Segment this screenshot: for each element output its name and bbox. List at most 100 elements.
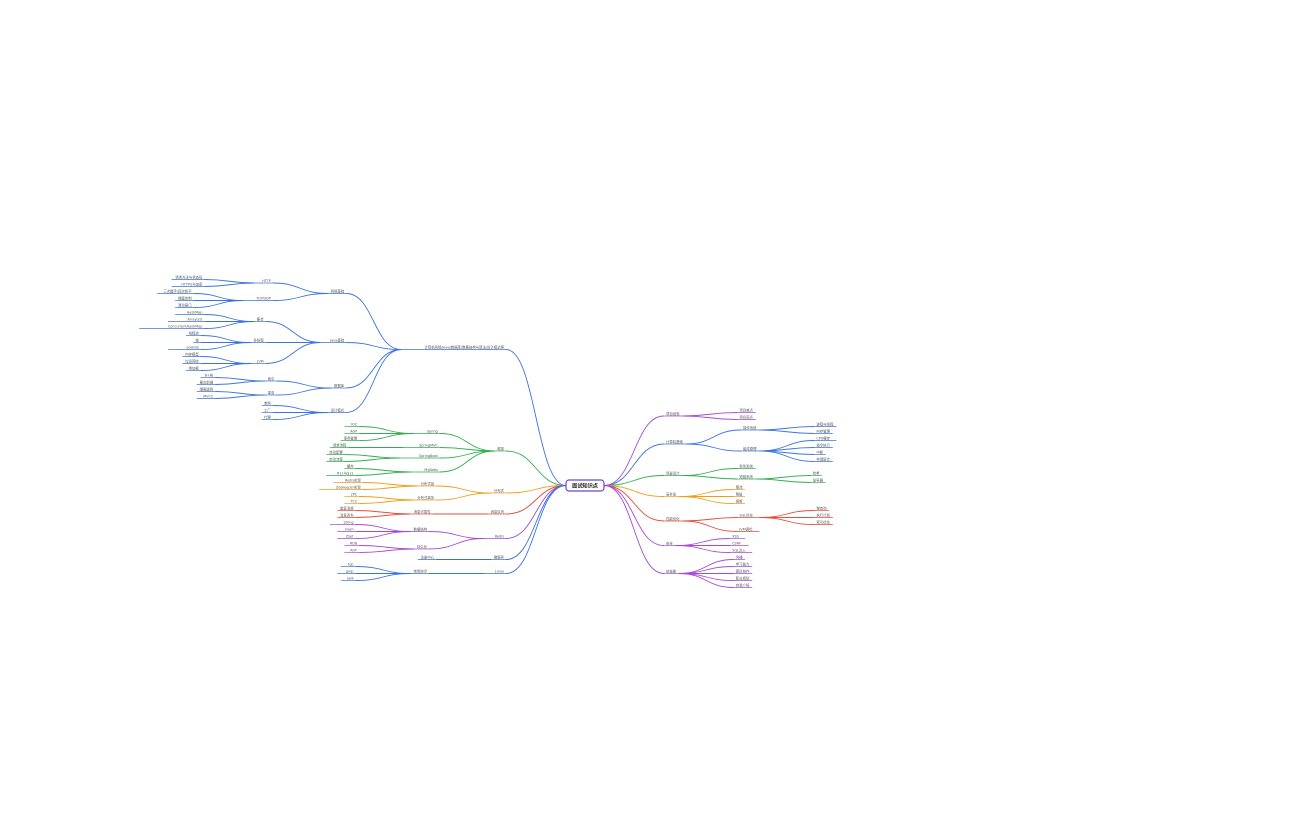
branch-2-0-0-label[interactable]: Redis实现 [345,477,362,482]
branch-6-label[interactable]: Linux [495,569,504,573]
branch-2-1-label[interactable]: 分布式事务 [417,495,435,500]
branch-5-0-label[interactable]: 注册中心 [421,554,435,559]
branch-2-0-label[interactable]: 分布式锁 [421,481,435,486]
branch-5-1-label[interactable]: CSRF [732,541,741,545]
branch-0-0-1-0-label[interactable]: 三次握手/四次挥手 [163,288,192,293]
branch-4-0-label[interactable]: 数据结构 [413,526,427,531]
branch-3-label[interactable]: 消息队列 [490,509,504,514]
branch-2-1-1-label[interactable]: TCC [350,499,358,503]
branch-6-0-label[interactable]: 沟通 [736,554,743,559]
branch-1-0-1-label[interactable]: 内存管理 [816,428,830,433]
branch-6-2-label[interactable]: 团队协作 [736,568,750,573]
branch-1-1-0-label[interactable]: 请求流程 [333,442,347,447]
branch-2-label[interactable]: 场景设计 [666,470,680,475]
branch-3-0-label[interactable]: 消息可靠性 [414,509,432,514]
branch-0-label[interactable]: 计算机网络/Java/数据库/数据结构与算法/设计模式等 [424,344,504,349]
branch-0-2-label[interactable]: 数据库 [334,383,345,388]
branch-1-1-label[interactable]: 组成原理 [743,446,757,451]
branch-0-2-1-1-label[interactable]: MVCC [203,394,214,398]
branch-0-3-0-label[interactable]: 单例 [264,400,271,405]
branch-0-1-0-0-label[interactable]: HashMap [187,310,203,314]
root-node[interactable]: 面试知识点 [565,479,605,492]
branch-1-1-0-label[interactable]: CPU缓存 [816,435,830,440]
branch-5-2-label[interactable]: SQL注入 [732,547,746,552]
branch-1-1-3-label[interactable]: 存储层次 [816,456,830,461]
branch-2-1-1-label[interactable]: 发号器 [813,477,824,482]
branch-5-0-label[interactable]: XSS [732,534,739,538]
branch-6-label[interactable]: 软技能 [666,568,677,573]
branch-5-label[interactable]: 安全 [666,540,673,545]
branch-0-0-label[interactable]: 网络基础 [331,288,345,293]
branch-2-1-0-label[interactable]: 哈希 [813,470,820,475]
branch-0-2-1-0-label[interactable]: 隔离级别 [200,386,214,391]
branch-0-label[interactable]: 项目经验 [666,411,680,416]
branch-1-label[interactable]: 计算机基础 [666,439,684,444]
branch-0-3-1-label[interactable]: 工厂 [264,408,271,412]
branch-1-2-0-label[interactable]: 自动配置 [329,449,343,454]
branch-0-0-0-label[interactable]: HTTP [262,279,271,283]
branch-2-label[interactable]: 分布式 [494,488,505,493]
branch-0-1-1-2-label[interactable]: volatile [186,345,198,349]
branch-1-3-1-label[interactable]: #{}与${} [337,470,354,475]
branch-0-1-0-2-label[interactable]: ConcurrentHashMap [168,324,203,328]
branch-3-1-label[interactable]: 降级 [736,491,743,496]
branch-4-0-2-label[interactable]: ZSet [346,534,355,538]
branch-1-2-1-label[interactable]: 启动流程 [329,456,343,461]
branch-4-label[interactable]: Redis [495,534,504,538]
branch-0-1-2-0-label[interactable]: 内存模型 [185,351,199,356]
branch-1-3-label[interactable]: MyBatis [424,468,438,472]
branch-3-2-label[interactable]: 熔断 [736,498,743,503]
branch-4-0-0-label[interactable]: String [343,520,353,524]
branch-4-0-1-label[interactable]: 执行计划 [816,512,830,517]
branch-0-1-1-1-label[interactable]: 锁 [195,337,199,342]
branch-6-3-label[interactable]: 职业规划 [736,575,750,580]
branch-2-1-0-label[interactable]: 2PC [351,492,358,496]
branch-4-0-0-label[interactable]: 慢查询 [816,505,827,510]
branch-3-0-1-label[interactable]: 消息丢失 [340,512,354,517]
branch-6-4-label[interactable]: 自我介绍 [736,582,750,587]
branch-1-0-2-label[interactable]: 事务管理 [344,435,358,440]
branch-1-1-1-label[interactable]: 指令执行 [816,442,830,447]
branch-0-3-label[interactable]: 设计模式 [331,407,345,412]
branch-6-0-label[interactable]: 常用命令 [413,568,427,573]
branch-4-0-label[interactable]: SQL优化 [739,512,753,517]
branch-0-1-1-label[interactable]: 多线程 [253,337,264,342]
branch-2-1-label[interactable]: 短链系统 [739,474,753,479]
branch-0-0-1-label[interactable]: TCP/UDP [255,296,271,300]
branch-0-1-2-label[interactable]: JVM [256,359,263,363]
branch-0-1-2-1-label[interactable]: 垃圾回收 [185,358,199,363]
branch-4-1-label[interactable]: 持久化 [417,544,428,549]
branch-0-1-label[interactable]: 项目亮点 [739,414,753,419]
branch-0-3-2-label[interactable]: 代理 [264,414,271,419]
branch-6-0-1-label[interactable]: grep [346,569,354,573]
branch-1-0-0-label[interactable]: IOC [351,422,358,426]
branch-3-label[interactable]: 高并发 [666,491,677,496]
branch-2-0-label[interactable]: 秒杀系统 [739,463,753,468]
branch-4-0-1-label[interactable]: Hash [345,527,354,531]
branch-0-0-1-2-label[interactable]: 滑动窗口 [178,302,192,307]
branch-3-0-0-label[interactable]: 重复消费 [340,505,354,510]
branch-2-0-1-label[interactable]: Zookeeper实现 [336,484,362,489]
branch-0-1-0-1-label[interactable]: ArrayList [187,317,203,321]
branch-0-2-0-1-label[interactable]: 最左前缀 [200,379,214,384]
branch-0-2-0-label[interactable]: 索引 [268,376,275,381]
branch-1-0-label[interactable]: Spring [427,429,438,433]
branch-4-1-0-label[interactable]: RDB [350,541,358,545]
branch-5-label[interactable]: 微服务 [494,554,505,559]
branch-0-0-0-1-label[interactable]: HTTPS与加密 [181,281,203,286]
branch-3-0-label[interactable]: 限流 [736,484,743,489]
branch-0-0-1-1-label[interactable]: 拥塞控制 [178,295,192,300]
branch-4-1-label[interactable]: JVM调优 [738,526,753,531]
branch-0-1-0-label[interactable]: 集合 [257,316,264,321]
branch-0-0-0-0-label[interactable]: 请求方法与状态码 [175,274,203,279]
branch-1-label[interactable]: 框架 [497,446,504,451]
branch-1-3-0-label[interactable]: 缓存 [347,463,354,468]
branch-6-0-2-label[interactable]: awk [347,576,354,580]
branch-4-label[interactable]: 性能优化 [666,516,680,521]
branch-6-1-label[interactable]: 学习能力 [736,561,750,566]
branch-0-0-label[interactable]: 项目难点 [739,407,753,412]
branch-0-1-1-0-label[interactable]: 线程池 [189,330,200,335]
branch-1-0-0-label[interactable]: 进程与线程 [816,421,834,426]
branch-1-0-1-label[interactable]: AOP [350,429,357,433]
branch-6-0-0-label[interactable]: top [348,562,354,566]
